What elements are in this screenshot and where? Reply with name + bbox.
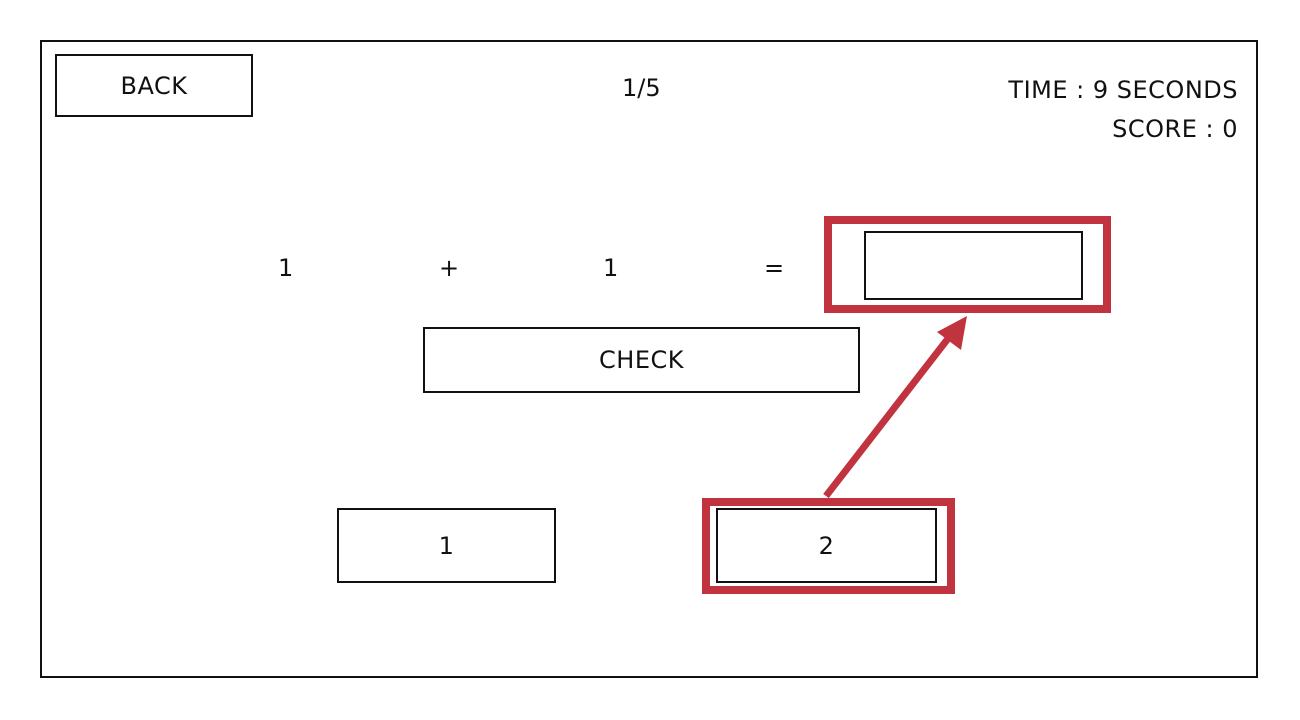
progress-counter: 1/5 [622, 74, 661, 102]
score-display: SCORE : 0 [1112, 115, 1238, 143]
right-operand: 1 [603, 254, 619, 282]
choice-button-2[interactable]: 2 [716, 508, 937, 583]
check-button[interactable]: CHECK [423, 327, 860, 393]
answer-input[interactable] [864, 231, 1083, 300]
left-operand: 1 [278, 254, 294, 282]
game-frame [40, 40, 1258, 678]
time-remaining: TIME : 9 SECONDS [1008, 76, 1238, 104]
back-button[interactable]: BACK [55, 54, 253, 117]
operator-symbol: + [439, 254, 460, 282]
equals-symbol: = [764, 254, 785, 282]
choice-button-1[interactable]: 1 [337, 508, 556, 583]
